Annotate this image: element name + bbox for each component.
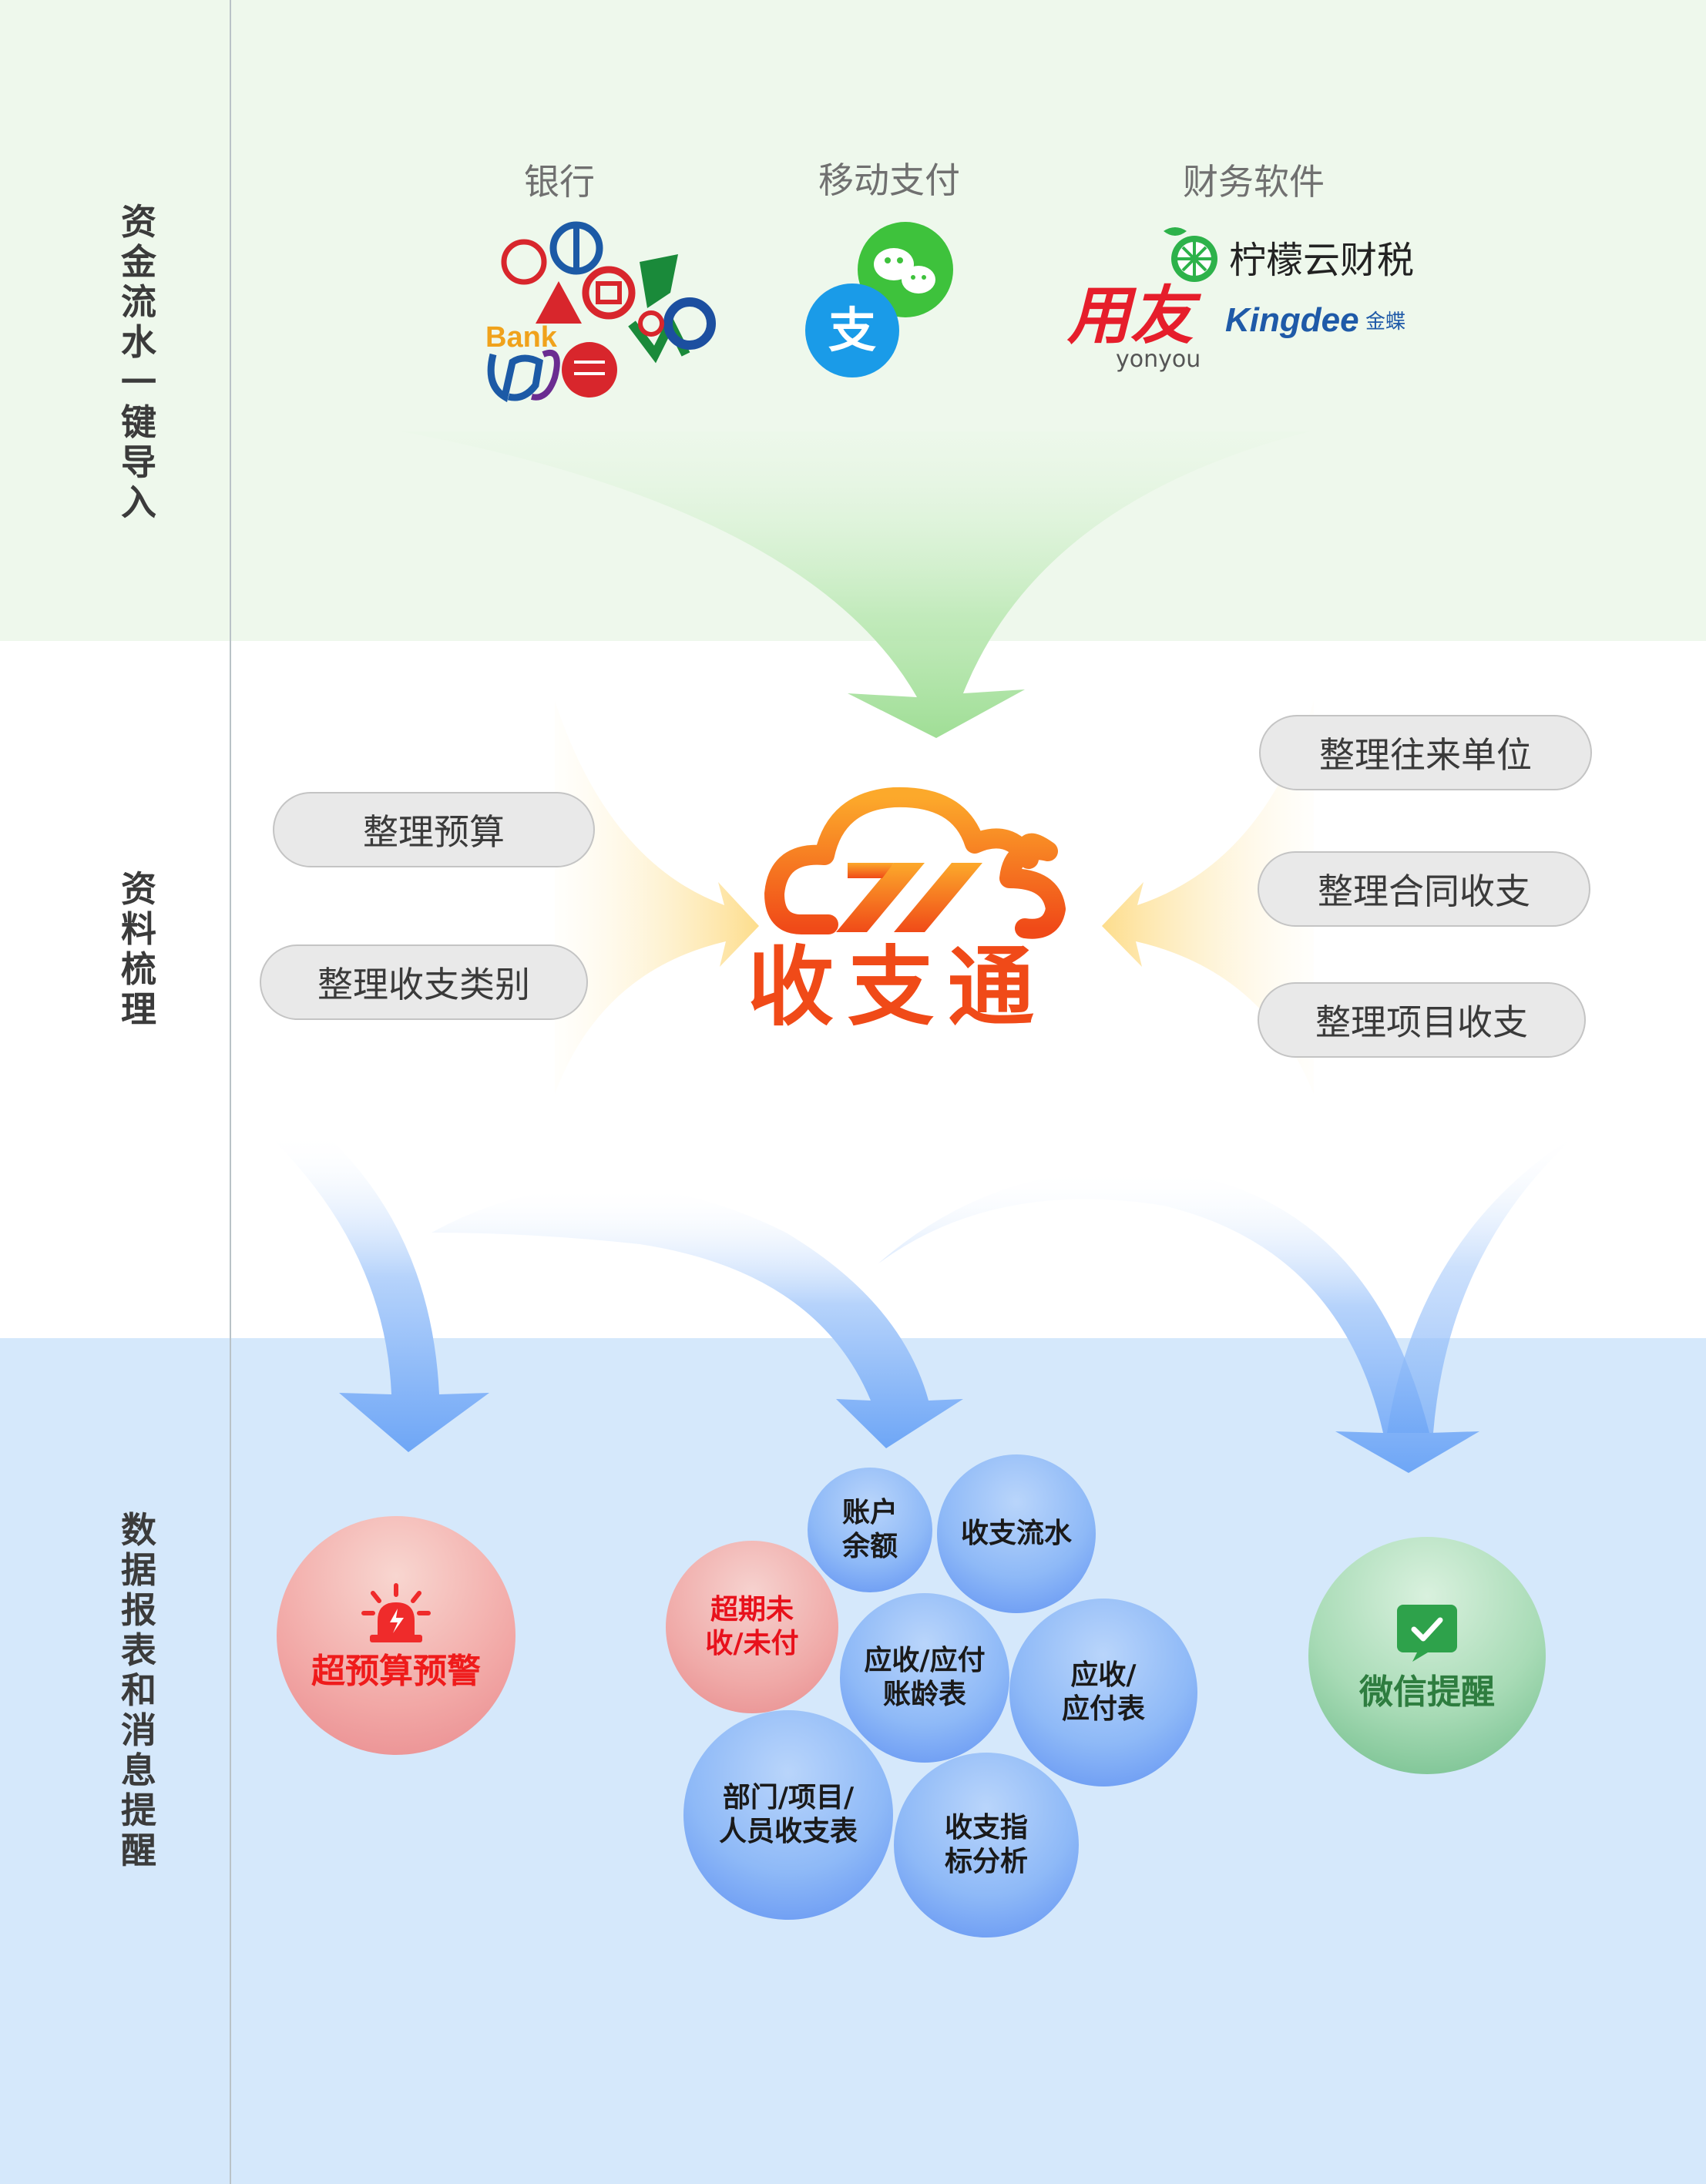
bubble-overdue[interactable]: 超期未 收/未付 <box>666 1541 838 1713</box>
bubble-cash-flow[interactable]: 收支流水 <box>937 1454 1096 1613</box>
bubble-line: 应收/应付 <box>864 1645 986 1676</box>
bank-word-logo: Bank <box>485 321 558 354</box>
bank-logos-icon <box>487 221 716 403</box>
lemon-logo-icon <box>1164 227 1217 282</box>
side-label-organize: 资料梳理 <box>121 868 156 1030</box>
blue-far-right-arrow <box>1387 1132 1580 1433</box>
bubble-line: 标分析 <box>944 1846 1028 1877</box>
bubble-line: 账户 <box>841 1497 898 1528</box>
bubble-indicator[interactable]: 收支指 标分析 <box>894 1753 1079 1937</box>
wechat-alert-bubble[interactable]: 微信提醒 <box>1308 1537 1546 1774</box>
cloud-logo-icon <box>764 787 1066 939</box>
bubble-line: 部门/项目/ <box>722 1782 855 1813</box>
green-import-arrow <box>401 431 1310 738</box>
bubble-dept-project[interactable]: 部门/项目/ 人员收支表 <box>683 1710 893 1920</box>
section-divider <box>230 0 231 2184</box>
pill-organize-categories[interactable]: 整理收支类别 <box>260 944 588 1020</box>
bubble-line: 收支流水 <box>960 1518 1072 1549</box>
bubble-receivable-payable[interactable]: 应收/ 应付表 <box>1009 1599 1197 1786</box>
yellow-left-arrow <box>555 701 759 1094</box>
blue-right-arrow <box>878 1169 1479 1473</box>
bubble-line: 超期未 <box>710 1594 794 1625</box>
blue-middle-arrow <box>432 1186 963 1448</box>
bubble-line: 人员收支表 <box>718 1816 858 1847</box>
yonyou-en: yonyou <box>1116 346 1201 373</box>
category-mobile-pay: 移动支付 <box>818 159 960 201</box>
center-logo-name: 收支通 <box>747 938 1048 1038</box>
category-bank: 银行 <box>524 161 595 203</box>
bubble-line: 收支指 <box>944 1812 1028 1843</box>
side-label-reports: 数据报表和消息提醒 <box>121 1509 156 1871</box>
kingdee-cn: 金蝶 <box>1365 310 1405 334</box>
kingdee-en: Kingdee <box>1225 301 1359 339</box>
siren-icon <box>361 1583 431 1642</box>
wechat-logo-icon <box>858 222 953 317</box>
bubble-line: 应收/ <box>1070 1659 1137 1691</box>
pill-organize-contracts[interactable]: 整理合同收支 <box>1258 851 1590 927</box>
category-finance-software: 财务软件 <box>1183 161 1325 203</box>
alipay-glyph: 支 <box>828 302 876 358</box>
bubble-line: 账龄表 <box>882 1679 966 1710</box>
side-label-import: 资金流水一键导入 <box>121 201 156 523</box>
bubble-aging[interactable]: 应收/应付 账龄表 <box>840 1593 1009 1763</box>
bubble-line: 余额 <box>841 1531 898 1562</box>
bubble-line: 应付表 <box>1061 1693 1145 1725</box>
pill-organize-projects[interactable]: 整理项目收支 <box>1258 982 1586 1058</box>
yellow-right-arrow <box>1102 701 1314 1094</box>
budget-alert-label: 超预算预警 <box>311 1652 481 1691</box>
lemon-name: 柠檬云财税 <box>1229 239 1414 282</box>
wechat-alert-label: 微信提醒 <box>1359 1672 1495 1712</box>
pill-organize-budget[interactable]: 整理预算 <box>273 792 595 867</box>
budget-alert-bubble[interactable]: 超预算预警 <box>277 1516 515 1755</box>
blue-left-arrow <box>266 1132 489 1452</box>
alipay-logo-icon <box>805 283 899 377</box>
bubble-account-balance[interactable]: 账户 余额 <box>808 1468 932 1592</box>
chat-check-icon <box>1397 1605 1457 1662</box>
pill-organize-partners[interactable]: 整理往来单位 <box>1259 715 1592 790</box>
bubble-line: 收/未付 <box>705 1628 799 1659</box>
yonyou-cn: 用友 <box>1066 280 1202 353</box>
